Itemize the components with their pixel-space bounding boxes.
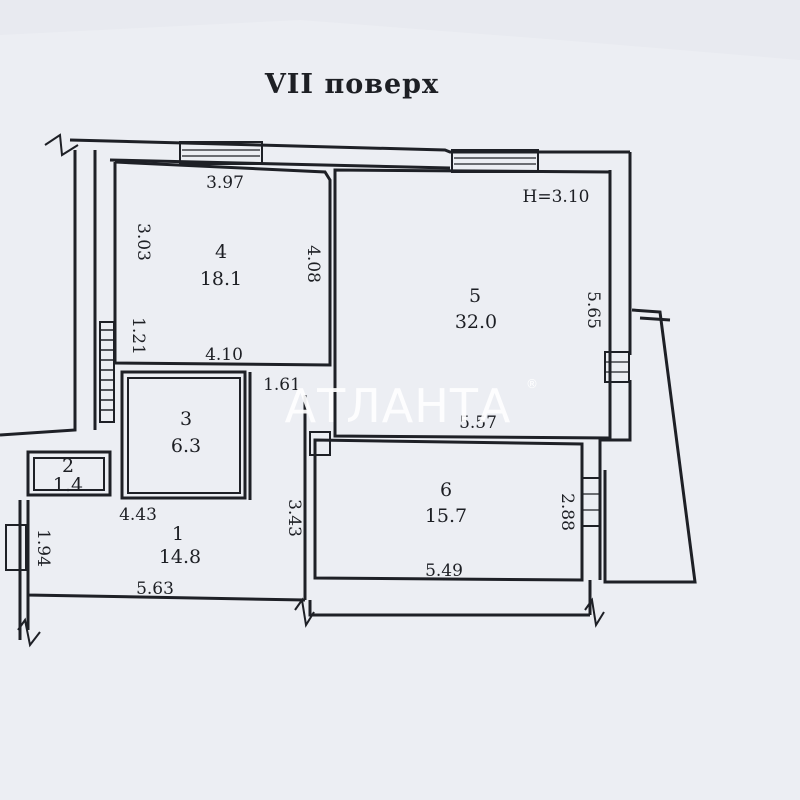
room-1-top-dimension: 4.43 [119, 505, 157, 525]
room-6-bottom-dimension: 5.49 [425, 561, 463, 581]
room-5-number: 5 [469, 285, 481, 307]
plan-title: VII поверх [264, 69, 439, 100]
room-4-right-dimension: 4.08 [303, 245, 323, 283]
room-1-right-dimension: 3.43 [284, 499, 304, 537]
room-6-area: 15.7 [425, 505, 467, 527]
room-4-left-dimension: 3.03 [133, 223, 153, 261]
room-2-number: 2 [62, 455, 74, 477]
room-4-number: 4 [215, 241, 227, 263]
corridor-width-dimension: 1.21 [128, 317, 148, 355]
room-2-area: 1.4 [53, 474, 83, 496]
room-4-top-dimension: 3.97 [206, 173, 244, 193]
room-1-bottom-dimension: 5.63 [136, 579, 174, 599]
room-1-left-dimension: 1.94 [33, 529, 53, 567]
watermark-registered-mark: ® [526, 377, 538, 391]
room-5-bottom-dimension: 5.57 [459, 413, 497, 433]
plan-walls [0, 133, 697, 648]
room-1-area: 14.8 [159, 546, 201, 568]
room-6-number: 6 [440, 479, 452, 501]
room-4-bottom-dimension: 4.10 [205, 345, 243, 365]
room-3-area: 6.3 [171, 435, 201, 457]
radiator-hatching [100, 329, 114, 411]
room-6-right-dimension: 2.88 [557, 493, 577, 531]
room-5-area: 32.0 [455, 311, 497, 333]
ceiling-height-label: H=3.10 [523, 187, 590, 207]
room-3-number: 3 [180, 408, 192, 430]
room-1-number: 1 [172, 523, 184, 545]
watermark-logo: АТЛАНТА [285, 379, 512, 433]
room-5-right-dimension: 5.65 [583, 291, 603, 329]
room-4-area: 18.1 [200, 268, 242, 290]
opening-dimension: 1.61 [263, 375, 301, 395]
